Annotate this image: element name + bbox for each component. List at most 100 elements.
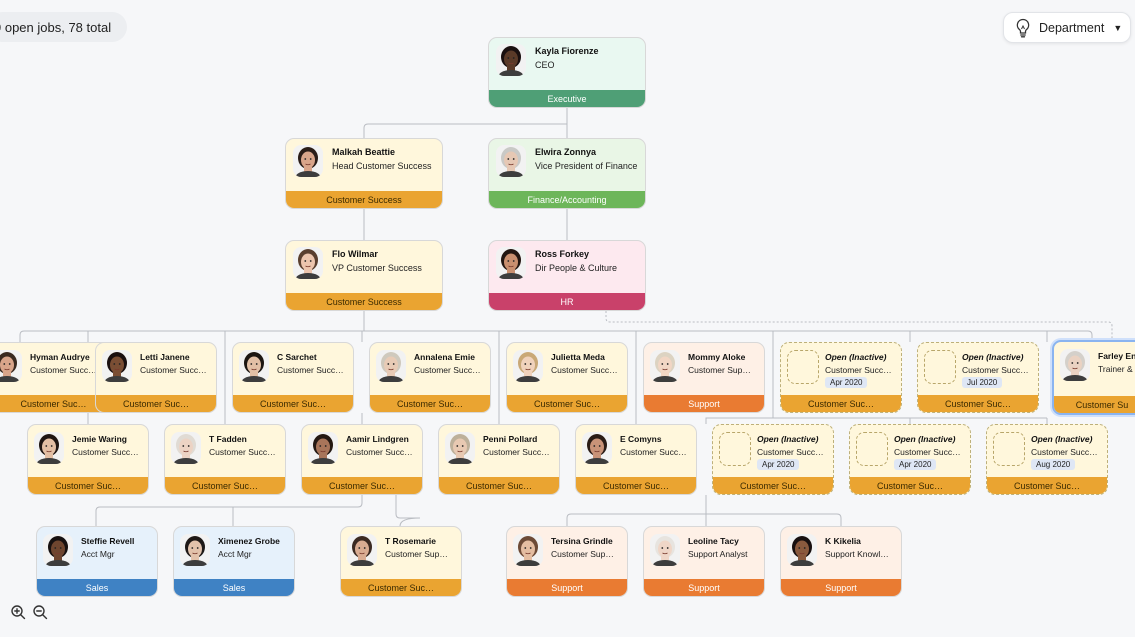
department-bar: Customer Suc… — [987, 477, 1107, 494]
department-bar: Customer Suc… — [28, 477, 148, 494]
job-title: Customer Succ… — [483, 447, 550, 457]
avatar — [102, 350, 132, 382]
job-title: Acct Mgr — [81, 549, 115, 559]
avatar — [513, 350, 543, 382]
placeholder-avatar — [993, 432, 1025, 466]
job-title: Customer Succ… — [894, 447, 961, 457]
employee-name: T Fadden — [209, 434, 247, 444]
avatar — [496, 247, 526, 279]
placeholder-avatar — [924, 350, 956, 384]
department-bar: Customer Suc… — [302, 477, 422, 494]
job-title: Customer Sup… — [688, 365, 751, 375]
job-title: CEO — [535, 60, 555, 70]
employee-name: Flo Wilmar — [332, 249, 378, 259]
job-title: Acct Mgr — [218, 549, 252, 559]
job-title: Customer Succ… — [1031, 447, 1098, 457]
avatar — [496, 145, 526, 177]
avatar — [0, 350, 22, 382]
employee-name: Open (Inactive) — [757, 434, 819, 444]
reporting-line — [19, 311, 1093, 342]
employee-name: C Sarchet — [277, 352, 317, 362]
department-bar: Customer Suc… — [713, 477, 833, 494]
employee-name: T Rosemarie — [385, 536, 437, 546]
department-bar: Customer Suc… — [918, 395, 1038, 412]
job-title: Customer Succ… — [209, 447, 276, 457]
department-bar: Customer Suc… — [507, 395, 627, 412]
avatar — [650, 350, 680, 382]
employee-name: Open (Inactive) — [825, 352, 887, 362]
avatar — [376, 350, 406, 382]
department-bar: Customer Suc… — [439, 477, 559, 494]
job-title: Customer Succ… — [346, 447, 413, 457]
department-bar: Sales — [174, 579, 294, 596]
employee-name: Malkah Beattie — [332, 147, 396, 157]
employee-name: Farley Eng — [1098, 351, 1135, 361]
department-bar: Customer Suc… — [850, 477, 970, 494]
avatar — [445, 432, 475, 464]
department-bar: Customer Success — [286, 293, 442, 310]
department-bar: Support — [644, 579, 764, 596]
employee-name: E Comyns — [620, 434, 662, 444]
department-bar: Customer Suc… — [165, 477, 285, 494]
job-title: Customer Succ… — [825, 365, 892, 375]
department-bar: Executive — [489, 90, 645, 107]
placeholder-avatar — [856, 432, 888, 466]
avatar — [582, 432, 612, 464]
job-title: Trainer & T — [1098, 364, 1135, 374]
group-by-dropdown[interactable]: Department ▼ — [1003, 12, 1131, 43]
job-title: Customer Sup… — [551, 549, 614, 559]
job-title: Customer Succ… — [620, 447, 687, 457]
placeholder-avatar — [787, 350, 819, 384]
reporting-line — [566, 495, 842, 526]
department-bar: Finance/Accounting — [489, 191, 645, 208]
avatar — [43, 534, 73, 566]
employee-card[interactable]: Farley EngTrainer & TCustomer Su — [1052, 340, 1135, 415]
chevron-down-icon: ▼ — [1113, 22, 1123, 33]
zoom-out-icon[interactable] — [32, 604, 48, 620]
job-title: Support Analyst — [688, 549, 748, 559]
avatar — [293, 145, 323, 177]
avatar — [308, 432, 338, 464]
job-title: Support Knowl… — [825, 549, 889, 559]
job-title: Head Customer Success — [332, 161, 432, 171]
avatar — [1060, 349, 1090, 381]
zoom-in-icon[interactable] — [10, 604, 26, 620]
job-title: Customer Succ… — [140, 365, 207, 375]
department-bar: Customer Suc… — [370, 395, 490, 412]
department-bar: HR — [489, 293, 645, 310]
employee-name: Letti Janene — [140, 352, 190, 362]
employee-name: Aamir Lindgren — [346, 434, 409, 444]
job-title: Customer Succ… — [757, 447, 824, 457]
avatar — [496, 44, 526, 76]
jobs-summary-text: 9 open jobs, 78 total — [0, 19, 112, 35]
job-title: Customer Succ… — [414, 365, 481, 375]
placeholder-avatar — [719, 432, 751, 466]
